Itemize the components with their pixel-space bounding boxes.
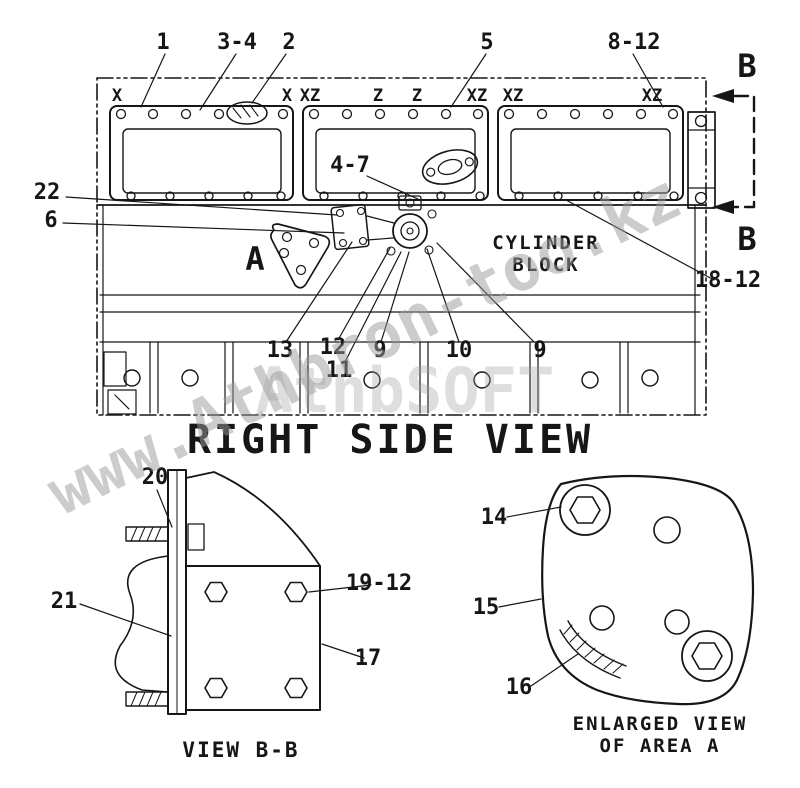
marking-x-2: X [282,86,293,106]
callout-1: 1 [156,30,169,55]
marking-x-1: X [112,86,123,106]
section-arrow-bottom [712,200,734,214]
bracket-bolts [204,581,308,699]
main-view-callouts: 1 3-4 2 5 8-12 22 6 4-7 18-12 13 12 11 9… [34,30,761,383]
section-line-bb [712,89,756,214]
cover-1-bolts [115,108,289,201]
callout-15: 15 [473,595,500,620]
callout-21: 21 [51,589,78,614]
area-a-plate [270,223,331,289]
area-letter-a: A [245,240,264,278]
section-letter-b-bottom: B [737,220,756,258]
callout-11: 11 [326,358,353,383]
fuel-pump-assembly [330,195,437,256]
enlarged-leader-lines [498,506,579,687]
oval-flange [421,149,479,185]
callout-4-7: 4-7 [330,153,370,178]
watermark-center-text: AthbSOFT [256,354,555,427]
side-cover-2 [302,105,489,201]
enlarged-holes [589,516,690,635]
top-markings: X X XZ Z Z XZ XZ XZ [112,86,662,106]
callout-2: 2 [282,30,295,55]
left-boss [103,351,127,387]
callout-9b: 9 [533,338,546,363]
callout-8-12: 8-12 [608,30,661,55]
callout-10: 10 [446,338,473,363]
block-phantom-border [96,77,707,416]
marking-xz-1: XZ [300,86,320,106]
breather-cap [226,101,268,125]
side-cover-3 [497,105,684,201]
enlarged-bolt-top [559,484,611,536]
callout-22: 22 [34,180,61,205]
callout-19-12: 19-12 [346,571,412,596]
bracket-top-arm [185,471,321,567]
enlarged-view-title-line2: OF AREA A [600,735,721,757]
bottom-ribs [149,341,629,414]
main-view-leader-lines [62,53,715,361]
enlarged-view-title-line1: ENLARGED VIEW [573,713,748,735]
view-bb-leader-lines [79,489,372,659]
section-arrow-top [712,89,734,103]
watermark: AthbSOFT www.Athbron-too.kz [37,160,693,531]
enlarged-bolt-bottom [681,630,733,682]
callout-18-12: 18-12 [695,268,761,293]
section-letter-b-top: B [737,47,756,85]
rear-bracket [687,111,716,209]
cover-2-bolts [308,108,485,201]
callout-13: 13 [267,338,294,363]
view-bb-title: VIEW B-B [182,738,299,762]
casting-profile [114,555,169,693]
bracket-main-plate [185,565,321,711]
side-cover-1 [109,101,294,201]
view-bb-drawing [79,469,372,715]
core-plugs [123,369,659,389]
cover-3-bolts [503,108,679,201]
enlarged-view-callouts: 14 15 16 [473,505,533,700]
callout-20: 20 [142,465,169,490]
callout-14: 14 [481,505,508,530]
left-foot [107,389,137,415]
callout-3-4: 3-4 [217,30,257,55]
callout-16: 16 [506,675,533,700]
view-bb-callouts: 20 21 19-12 17 [51,465,412,671]
callout-9a: 9 [373,338,386,363]
callout-5: 5 [480,30,493,55]
enlarged-plate-outline [541,474,755,706]
callout-12: 12 [320,335,347,360]
block-body [96,204,707,416]
cylinder-block-label-line2: BLOCK [512,254,579,276]
marking-xz-4: XZ [642,86,662,106]
stud-bottom [125,691,169,707]
gasket-hatch-band [559,620,627,679]
main-view-title: RIGHT SIDE VIEW [187,417,593,463]
enlarged-view-drawing [498,474,755,706]
watermark-diagonal-text: www.Athbron-too.kz [37,160,693,531]
cylinder-block-label-line1: CYLINDER [492,232,600,254]
marking-xz-2: XZ [467,86,487,106]
callout-17: 17 [355,646,382,671]
marking-xz-3: XZ [503,86,523,106]
marking-z-1: Z [373,86,383,106]
main-view-drawing [62,53,756,416]
stud-top [125,523,205,551]
callout-6: 6 [44,208,57,233]
marking-z-2: Z [412,86,422,106]
